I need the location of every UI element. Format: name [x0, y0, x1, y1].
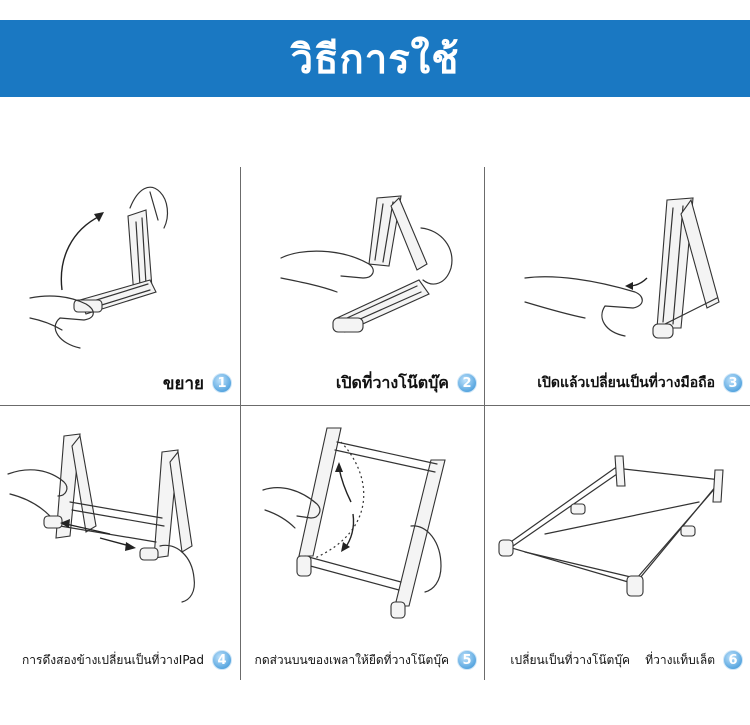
divider-horizontal: [0, 405, 750, 406]
step-3-caption: เปิดแล้วเปลี่ยนเป็นที่วางมือถือ 3: [485, 368, 743, 398]
step-5-badge-icon: 5: [457, 650, 477, 670]
step-4-illustration: [7, 433, 195, 603]
step-4-caption: การดึงสองข้างเปลี่ยนเป็นที่วางIPad 4: [0, 646, 232, 674]
step-1-caption: ขยาย 1: [0, 368, 232, 398]
step-2-illustration: [280, 195, 453, 333]
step-6-illustration: [498, 455, 724, 597]
step-6-caption: เปลี่ยนเป็นที่วางโน๊ตบุ๊ค ที่วางแท็บเล็ต…: [485, 646, 743, 674]
divider-vertical-2: [484, 167, 485, 680]
step-2-caption: เปิดที่วางโน๊ตบุ๊ค 2: [241, 368, 477, 398]
step-panel-2: เปิดที่วางโน๊ตบุ๊ค 2: [241, 168, 484, 405]
step-5-label: กดส่วนบนของเพลาให้ยืดที่วางโน๊ตบุ๊ค: [254, 652, 449, 667]
step-2-badge-icon: 2: [457, 373, 477, 393]
step-5-illustration: [262, 427, 446, 619]
step-1-illustration: [29, 186, 169, 349]
step-5-caption: กดส่วนบนของเพลาให้ยืดที่วางโน๊ตบุ๊ค 5: [241, 646, 477, 674]
header-banner: วิธีการใช้: [0, 20, 750, 97]
step-6-badge-icon: 6: [723, 650, 743, 670]
step-6-label: เปลี่ยนเป็นที่วางโน๊ตบุ๊ค ที่วางแท็บเล็ต: [510, 652, 715, 667]
step-panel-1: ขยาย 1: [0, 168, 240, 405]
step-3-illustration: [524, 197, 720, 339]
step-3-badge-icon: 3: [723, 373, 743, 393]
step-panel-3: เปิดแล้วเปลี่ยนเป็นที่วางมือถือ 3: [485, 168, 750, 405]
divider-vertical-1: [240, 167, 241, 680]
step-1-badge-icon: 1: [212, 373, 232, 393]
step-4-badge-icon: 4: [212, 650, 232, 670]
step-panel-6: เปลี่ยนเป็นที่วางโน๊ตบุ๊ค ที่วางแท็บเล็ต…: [485, 406, 750, 680]
step-1-label: ขยาย: [162, 373, 204, 394]
step-3-label: เปิดแล้วเปลี่ยนเป็นที่วางมือถือ: [537, 375, 715, 391]
step-4-label: การดึงสองข้างเปลี่ยนเป็นที่วางIPad: [22, 652, 204, 667]
step-panel-5: กดส่วนบนของเพลาให้ยืดที่วางโน๊ตบุ๊ค 5: [241, 406, 484, 680]
step-panel-4: การดึงสองข้างเปลี่ยนเป็นที่วางIPad 4: [0, 406, 240, 680]
step-2-label: เปิดที่วางโน๊ตบุ๊ค: [335, 372, 449, 392]
page-title: วิธีการใช้: [290, 36, 460, 83]
